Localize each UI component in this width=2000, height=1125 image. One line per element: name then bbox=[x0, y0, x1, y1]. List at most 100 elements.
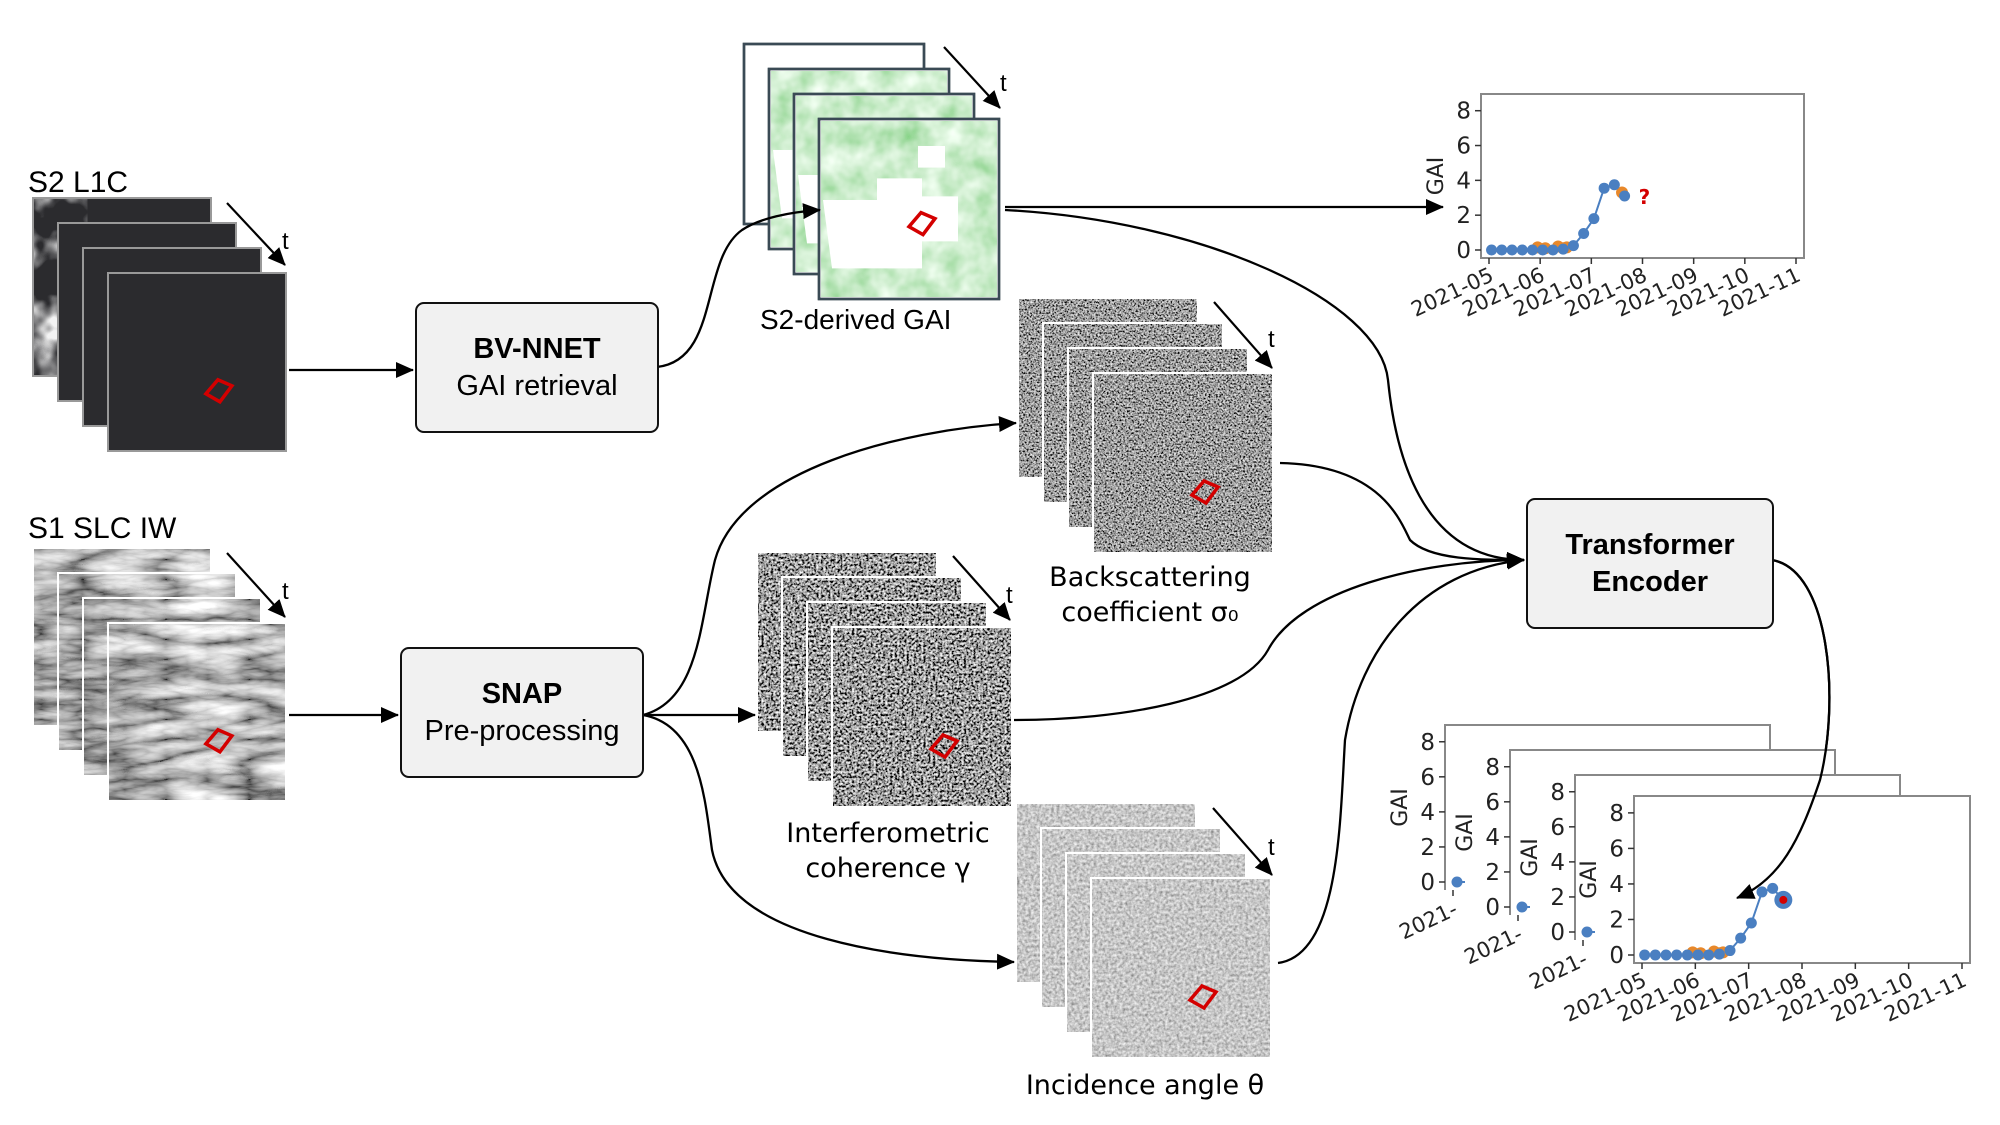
panel-frame bbox=[1444, 724, 1771, 890]
time-label-backscatter: t bbox=[1268, 326, 1275, 353]
roi-marker bbox=[1189, 478, 1221, 506]
arrow-transformer-to-prediction bbox=[1736, 558, 1831, 900]
y-tick-label: 6 bbox=[1420, 765, 1435, 791]
blue-point bbox=[1767, 882, 1779, 894]
blue-point bbox=[1506, 244, 1518, 256]
y-tick-label: 4 bbox=[1550, 850, 1565, 876]
blue-point bbox=[1713, 948, 1725, 960]
y-axis-label: GAI bbox=[1388, 788, 1413, 827]
blue-point bbox=[1735, 932, 1747, 944]
s2-l1c-stack bbox=[32, 197, 287, 452]
y-tick-label: 2 bbox=[1550, 885, 1565, 911]
y-tick-label: 4 bbox=[1485, 825, 1500, 851]
time-arrow-icon bbox=[226, 552, 286, 618]
s1-slc-stack bbox=[32, 547, 287, 802]
backscatter-label-line1: Backscattering bbox=[1049, 562, 1251, 593]
masked-area bbox=[918, 146, 945, 168]
masked-area bbox=[823, 178, 958, 269]
blue-point bbox=[1619, 190, 1631, 202]
time-label-incidence: t bbox=[1268, 834, 1275, 861]
time-label-s2: t bbox=[282, 228, 289, 255]
coherence-label-line1: Interferometric bbox=[786, 818, 990, 849]
time-arrow-icon bbox=[943, 46, 1001, 109]
blue-point bbox=[1660, 949, 1672, 961]
backscatter-label-line2: coefficient σ₀ bbox=[1061, 597, 1239, 629]
y-tick-label: 6 bbox=[1550, 815, 1565, 841]
blue-point bbox=[1526, 244, 1538, 256]
arrow-snap-to-incidence bbox=[642, 713, 1015, 970]
s2-derived-gai-label: S2-derived GAI bbox=[760, 304, 952, 335]
blue-point bbox=[1692, 949, 1704, 961]
x-tick-label: 2021- bbox=[1526, 947, 1591, 995]
y-tick-label: 0 bbox=[1485, 895, 1500, 921]
blue-point bbox=[1451, 876, 1463, 888]
y-tick-label: 8 bbox=[1609, 801, 1624, 827]
plot-frame bbox=[1633, 795, 1971, 964]
roi-marker bbox=[906, 210, 938, 237]
y-tick-label: 6 bbox=[1485, 790, 1500, 816]
s1-slc-iw-label: S1 SLC IW bbox=[28, 512, 177, 545]
predicted-point bbox=[1779, 895, 1788, 904]
blue-point bbox=[1745, 917, 1757, 929]
incidence-stack-frame bbox=[1090, 877, 1272, 1059]
roi-marker bbox=[203, 727, 235, 755]
y-tick-label: 0 bbox=[1456, 238, 1471, 264]
y-tick-label: 0 bbox=[1420, 870, 1435, 896]
y-axis-label: GAI bbox=[1518, 838, 1543, 877]
snap-box: SNAP Pre-processing bbox=[400, 647, 644, 778]
transformer-encoder-box: Transformer Encoder bbox=[1526, 498, 1774, 629]
time-arrow-icon bbox=[952, 555, 1011, 621]
incidence-label: Incidence angle θ bbox=[1025, 1070, 1265, 1101]
arrow-backscatter-to-transformer bbox=[1279, 461, 1525, 568]
blue-point bbox=[1588, 213, 1600, 225]
arrow-gai-to-transformer bbox=[1004, 208, 1525, 568]
backscatter-label: Backscattering coefficient σ₀ bbox=[1040, 560, 1260, 630]
panel-frame bbox=[1509, 749, 1836, 915]
arrow-incidence-to-transformer bbox=[1277, 553, 1525, 965]
y-axis-label: GAI bbox=[1424, 157, 1449, 196]
s1-slc-stack-frame bbox=[107, 622, 287, 802]
blue-point bbox=[1557, 243, 1569, 255]
y-tick-label: 2 bbox=[1609, 907, 1624, 933]
plot-frame bbox=[1480, 93, 1805, 259]
blue-point bbox=[1598, 182, 1610, 194]
y-tick-label: 0 bbox=[1609, 943, 1624, 969]
blue-point bbox=[1756, 886, 1768, 898]
y-tick-label: 4 bbox=[1456, 168, 1471, 194]
unknown-value-annotation: ? bbox=[1639, 185, 1651, 209]
arrow-bvnnet-to-gai bbox=[656, 203, 821, 369]
roi-marker bbox=[928, 732, 960, 760]
blue-point bbox=[1516, 244, 1528, 256]
s2-l1c-label: S2 L1C bbox=[28, 166, 129, 199]
y-tick-label: 2 bbox=[1485, 860, 1500, 886]
y-tick-label: 8 bbox=[1550, 780, 1565, 806]
time-arrow-icon bbox=[1212, 807, 1273, 876]
y-tick-label: 2 bbox=[1420, 835, 1435, 861]
time-label-s1: t bbox=[282, 578, 289, 605]
coherence-stack-frame bbox=[831, 626, 1013, 808]
y-tick-label: 6 bbox=[1609, 836, 1624, 862]
blue-point bbox=[1547, 244, 1559, 256]
frame-texture bbox=[1092, 879, 1270, 1057]
blue-point bbox=[1537, 244, 1549, 256]
y-tick-label: 8 bbox=[1485, 755, 1500, 781]
panel-frame bbox=[1574, 774, 1901, 940]
blue-point bbox=[1581, 926, 1593, 938]
blue-point bbox=[1516, 901, 1528, 913]
frame-texture bbox=[833, 628, 1011, 806]
bvnnet-box: BV-NNET GAI retrieval bbox=[415, 302, 659, 433]
transformer-title-line2: Encoder bbox=[1591, 565, 1709, 598]
snap-subtitle: Pre-processing bbox=[424, 714, 620, 747]
blue-point bbox=[1649, 949, 1661, 961]
bvnnet-title: BV-NNET bbox=[473, 333, 601, 366]
y-axis-label: GAI bbox=[1577, 860, 1602, 899]
y-tick-label: 8 bbox=[1420, 730, 1435, 756]
x-tick-label: 2021- bbox=[1396, 897, 1461, 945]
blue-point bbox=[1486, 244, 1498, 256]
blue-point bbox=[1608, 179, 1620, 191]
time-arrow-icon bbox=[226, 202, 286, 266]
frame-texture bbox=[109, 624, 285, 800]
time-label-coherence: t bbox=[1006, 582, 1013, 609]
coherence-stack bbox=[756, 551, 1013, 808]
